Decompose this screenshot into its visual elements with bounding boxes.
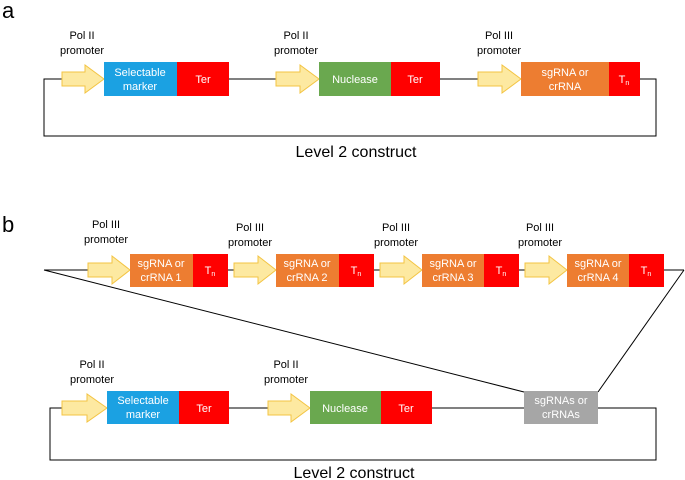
panel-a-promoter-1-arrow <box>61 64 105 94</box>
panel-b-top-promoter-1-label-1: Pol III <box>92 219 120 231</box>
panel-b-tn-4-box <box>629 254 664 287</box>
panel-a-promoter-2-arrow <box>275 64 320 94</box>
panel-b-tn-3-box <box>484 254 519 287</box>
panel-b-tn-1-label: Tn <box>205 265 216 278</box>
panel-b-sgrna-2-box <box>276 254 339 287</box>
panel-a-promoter-3-arrow <box>477 64 522 94</box>
panel-b-top-promoter-4-arrow <box>524 254 568 286</box>
panel-b-ter-1-box <box>179 391 229 424</box>
panel-a-tn-box <box>609 62 640 96</box>
panel-a-promoter-2-label-2: promoter <box>274 45 318 57</box>
panel-b-nuclease-box <box>310 391 381 424</box>
panel-a-promoter-3-label-2: promoter <box>477 45 521 57</box>
panel-b-top-promoter-1-arrow <box>87 254 131 286</box>
panel-b-sgrna-2-label-2: crRNA 2 <box>287 272 328 284</box>
panel-a-sgrna-box <box>521 62 609 96</box>
panel-a-construct-label: Level 2 construct <box>296 144 418 161</box>
panel-a-selectable-marker-label-1: Selectable <box>114 67 165 79</box>
panel-b-top-promoter-2-label-1: Pol III <box>236 222 264 234</box>
panel-a-selectable-marker-label-2: marker <box>123 81 158 93</box>
panel-b-bottom-promoter-2-arrow <box>267 393 311 423</box>
panel-a-nuclease-label: Nuclease <box>332 74 378 86</box>
panel-a-selectable-marker-box <box>104 62 177 96</box>
panel-b-bottom-promoter-2-label-2: promoter <box>264 374 308 386</box>
panel-b-top-promoter-1-label-2: promoter <box>84 234 128 246</box>
panel-a-promoter-3-label-1: Pol III <box>485 30 513 42</box>
panel-b-construct-label: Level 2 construct <box>294 465 416 480</box>
panel-a-ter-1-box <box>177 62 229 96</box>
panel-b-nuclease-label: Nuclease <box>322 403 368 415</box>
panel-b-top-promoter-2-label-2: promoter <box>228 237 272 249</box>
panel-b-selectable-marker-label-2: marker <box>126 409 161 421</box>
panel-b-tn-2-label: Tn <box>351 265 362 278</box>
panel-a-tn-label: Tn <box>619 74 630 87</box>
panel-b-tn-2-box <box>339 254 374 287</box>
panel-b-tn-4-label: Tn <box>641 265 652 278</box>
panel-b-sgrna-4-box <box>567 254 629 287</box>
panel-a-nuclease-box <box>319 62 391 96</box>
panel-b-combined-sgrnas-label-2: crRNAs <box>542 409 580 421</box>
panel-b-expand-line-left <box>43 269 525 393</box>
panel-b-sgrna-4-label-1: sgRNA or <box>574 258 621 270</box>
panel-a-letter: a <box>2 0 15 23</box>
panel-b-sgrna-4-label-2: crRNA 4 <box>578 272 619 284</box>
panel-b-bottom-promoter-1-arrow <box>61 393 108 423</box>
panel-b-sgrna-3-label-2: crRNA 3 <box>433 272 474 284</box>
panel-b-top-promoter-2-arrow <box>233 254 277 286</box>
panel-b-ter-2-box <box>381 391 432 424</box>
panel-a-promoter-1-label-1: Pol II <box>69 30 94 42</box>
panel-b-selectable-marker-label-1: Selectable <box>117 395 168 407</box>
panel-a-sgrna-label-1: sgRNA or <box>541 67 588 79</box>
panel-b-tn-3-label: Tn <box>496 265 507 278</box>
panel-b-ter-1-label: Ter <box>196 403 212 415</box>
panel-b-letter: b <box>2 212 14 237</box>
panel-a-ter-1-label: Ter <box>195 74 211 86</box>
panel-a-backbone <box>43 78 657 137</box>
panel-b-bottom-promoter-1-label-1: Pol II <box>79 359 104 371</box>
panel-b-top-promoter-3-arrow <box>379 254 423 286</box>
panel-b-sgrna-1-label-2: crRNA 1 <box>141 272 182 284</box>
panel-b-top-promoter-4-label-1: Pol III <box>526 222 554 234</box>
panel-a-sgrna-label-2: crRNA <box>549 81 582 93</box>
panel-b-ter-2-label: Ter <box>398 403 414 415</box>
panel-b-combined-sgrnas-box <box>524 391 598 424</box>
panel-b-sgrna-1-box <box>130 254 193 287</box>
panel-a-ter-2-box <box>391 62 440 96</box>
panel-b-bottom-promoter-2-label-1: Pol II <box>273 359 298 371</box>
panel-b-top-promoter-3-label-2: promoter <box>374 237 418 249</box>
panel-b-top-promoter-4-label-2: promoter <box>518 237 562 249</box>
panel-b-sgrna-3-label-1: sgRNA or <box>429 258 476 270</box>
panel-a-promoter-1-label-2: promoter <box>60 45 104 57</box>
panel-b-sgrna-3-box <box>422 254 484 287</box>
panel-b-selectable-marker-box <box>107 391 179 424</box>
panel-b-top-promoter-3-label-1: Pol III <box>382 222 410 234</box>
panel-b-sgrna-2-label-1: sgRNA or <box>283 258 330 270</box>
panel-b-sgrna-1-label-1: sgRNA or <box>137 258 184 270</box>
panel-b-tn-1-box <box>193 254 228 287</box>
panel-b-bottom-promoter-1-label-2: promoter <box>70 374 114 386</box>
panel-b-expand-line-right <box>597 269 685 393</box>
panel-a-promoter-2-label-1: Pol II <box>283 30 308 42</box>
panel-a-ter-2-label: Ter <box>407 74 423 86</box>
panel-b-combined-sgrnas-label-1: sgRNAs or <box>534 395 588 407</box>
panel-b-backbone <box>49 407 657 461</box>
